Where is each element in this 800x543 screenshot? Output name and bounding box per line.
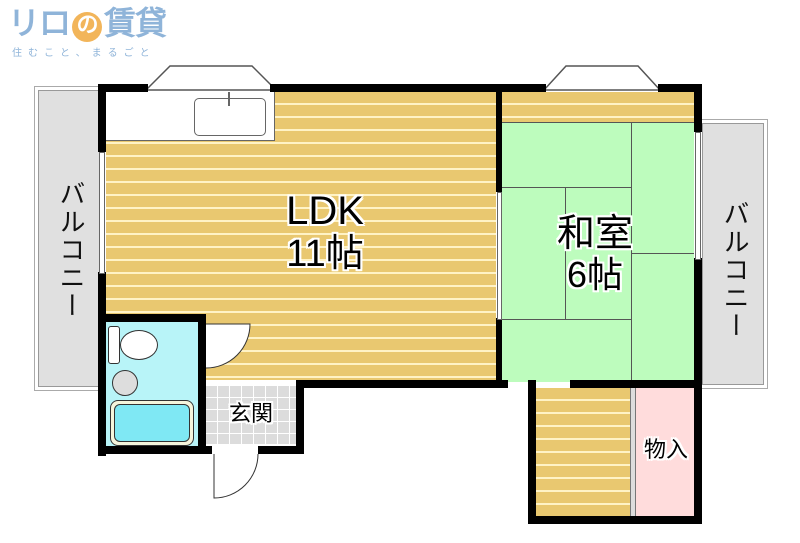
bathtub-water	[114, 404, 190, 442]
wall	[258, 446, 304, 454]
tatami-line	[502, 122, 694, 123]
wall	[98, 446, 212, 454]
kitchen-sink	[194, 98, 266, 136]
ldk-size: 11帖	[286, 233, 364, 275]
washitsu-size: 6帖	[566, 254, 624, 295]
washitsu-tatami	[502, 122, 694, 382]
brand-prefix: リロ	[8, 4, 71, 42]
wall	[528, 516, 702, 524]
washbasin	[112, 370, 138, 396]
wall	[296, 380, 304, 454]
brand-tagline: 住むこと、まるごと	[12, 48, 156, 59]
balcony-left-label: バルコニー	[55, 180, 85, 320]
wall	[270, 84, 546, 92]
wall	[694, 258, 702, 522]
tatami-line	[565, 187, 566, 319]
genkan-floor	[206, 386, 296, 444]
washitsu-strip-floor	[502, 92, 694, 122]
balcony-right	[702, 123, 764, 385]
window-left	[99, 152, 105, 274]
balcony-right-label: バルコニー	[719, 200, 749, 340]
wall	[98, 272, 106, 456]
balcony-left	[38, 90, 100, 387]
tatami-line	[631, 122, 632, 382]
bay-window-washitsu	[542, 65, 662, 91]
tatami-line	[502, 319, 631, 320]
tatami-line	[502, 187, 631, 188]
wall	[198, 314, 206, 452]
brand-logo: リロの賃貸	[8, 4, 167, 42]
brand-circle-no: の	[72, 12, 103, 42]
brand-suffix: 賃貸	[104, 4, 167, 42]
window-right	[695, 132, 701, 260]
door-swing-bath	[205, 323, 251, 369]
faucet-icon	[228, 92, 230, 106]
wall	[496, 84, 502, 192]
wall	[528, 380, 536, 522]
wall	[658, 84, 702, 92]
sliding-door	[630, 388, 636, 516]
wall	[98, 84, 106, 152]
wall	[496, 318, 502, 388]
wall	[296, 380, 508, 388]
tatami-line	[631, 253, 694, 254]
bay-window-ldk	[144, 65, 278, 91]
door-ldk-washitsu	[497, 192, 502, 320]
toilet-bowl	[120, 330, 158, 360]
washitsu-name: 和室	[556, 213, 633, 255]
monoire-area	[634, 388, 694, 516]
ldk-name: LDK	[286, 189, 364, 233]
closet-floor	[536, 388, 630, 516]
toilet-tank	[108, 326, 120, 364]
wall	[98, 84, 148, 92]
wall	[570, 380, 702, 388]
genkan-label: 玄関	[228, 401, 273, 426]
monoire-label: 物入	[643, 437, 688, 462]
wall	[694, 84, 702, 132]
wall	[98, 314, 206, 322]
door-swing-entrance	[213, 453, 259, 499]
